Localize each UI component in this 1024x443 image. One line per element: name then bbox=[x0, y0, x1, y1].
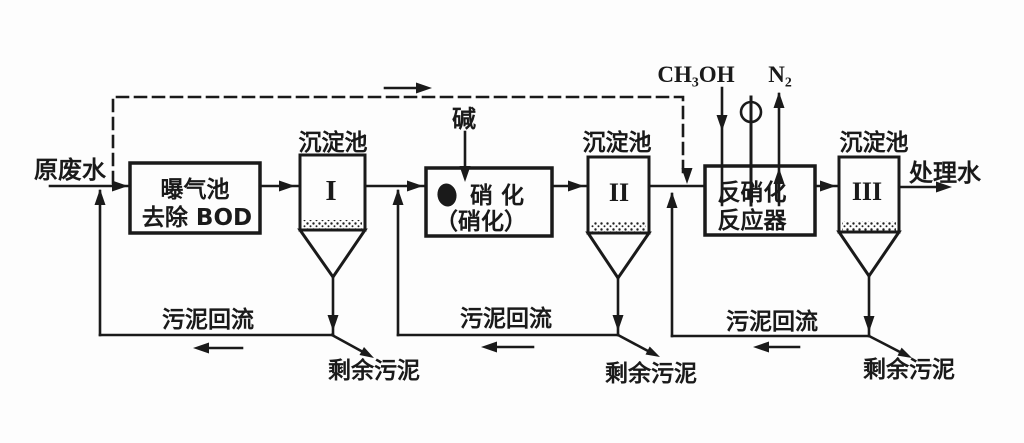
stage1-box-line2: 去除 BOD bbox=[142, 204, 252, 231]
effluent: 处理水 bbox=[897, 159, 982, 193]
sludge-return-loop-2: 污泥回流 剩余污泥 bbox=[392, 189, 697, 387]
sludge-return-3-label: 污泥回流 bbox=[726, 308, 818, 335]
clarifier-1-hopper bbox=[297, 228, 368, 280]
sludge-return-2-up-arrowhead bbox=[392, 189, 404, 205]
clarifier-2-sludge-band bbox=[591, 222, 646, 233]
stage2-nitrification-tank: 碱 硝 化 （硝化） bbox=[363, 105, 590, 238]
stage1-aeration-tank: 曝气池 去除 BOD bbox=[128, 161, 302, 235]
clarifier-3-sludge-band bbox=[842, 221, 896, 232]
clarifier-3-numeral: III bbox=[852, 177, 882, 206]
clarifier-3-drain-arrowhead bbox=[863, 316, 875, 332]
influent: 原废水 bbox=[34, 156, 132, 192]
ink-blot bbox=[437, 183, 457, 207]
clarifier-2-label: 沉淀池 bbox=[583, 129, 652, 156]
excess-sludge-2-label: 剩余污泥 bbox=[605, 360, 697, 387]
sludge-return-2-label: 污泥回流 bbox=[460, 305, 552, 332]
sludge-return-loop-1: 污泥回流 剩余污泥 bbox=[94, 189, 420, 384]
bypass-direction-arrow bbox=[416, 82, 432, 94]
excess-sludge-1-label: 剩余污泥 bbox=[328, 357, 420, 384]
nitrogen-up-arrowhead-top bbox=[773, 92, 785, 108]
clarifier-1-numeral: I bbox=[325, 175, 336, 207]
excess-sludge-1-arrowhead bbox=[359, 347, 374, 358]
clarifier-1: 沉淀池 I bbox=[297, 129, 368, 337]
clarifier-1-drain-arrowhead bbox=[327, 315, 339, 331]
sludge-return-1-direction-arrow bbox=[193, 342, 209, 354]
sludge-return-3-direction-arrow bbox=[753, 341, 769, 353]
excess-sludge-3-arrowhead bbox=[897, 347, 912, 358]
stage1-box-line1: 曝气池 bbox=[161, 176, 230, 203]
stage3-box-line1: 反硝化 bbox=[718, 179, 787, 206]
clarifier-2-numeral: II bbox=[609, 178, 629, 207]
clarifier-2: 沉淀池 II bbox=[583, 129, 652, 337]
influent-arrowhead bbox=[112, 180, 128, 192]
stage1-outlet-arrowhead bbox=[279, 180, 295, 192]
sludge-return-1-up-arrowhead bbox=[94, 189, 106, 205]
methanol-arrowhead bbox=[716, 115, 728, 131]
nitrogen-up-arrowhead-mid bbox=[773, 168, 785, 184]
nitrogen-gas-label: N₂ bbox=[768, 62, 792, 87]
clarifier1-to-stage2-arrowhead bbox=[407, 180, 423, 192]
stage2-outlet-arrowhead bbox=[568, 180, 584, 192]
clarifier-2-drain-arrowhead bbox=[612, 315, 624, 331]
stage2-box-line1: 硝 化 bbox=[470, 182, 524, 209]
excess-sludge-3-label: 剩余污泥 bbox=[863, 356, 955, 383]
alkali-arrowhead bbox=[459, 166, 471, 182]
sludge-return-3-up-arrowhead bbox=[666, 192, 678, 208]
bypass-down-arrowhead bbox=[681, 168, 693, 184]
alkali-label: 碱 bbox=[452, 105, 476, 133]
stage2-box-line2: （硝化） bbox=[435, 208, 527, 235]
bypass-dashed-line bbox=[111, 82, 693, 185]
effluent-label: 处理水 bbox=[908, 159, 982, 187]
methanol-label: CH₃OH bbox=[657, 62, 734, 87]
mixer-icon bbox=[739, 95, 763, 207]
stage3-denitrification-reactor: CH₃OH N₂ 反硝化 反应器 bbox=[647, 62, 841, 237]
clarifier-1-sludge-band bbox=[303, 220, 362, 230]
clarifier-3-hopper bbox=[836, 230, 902, 279]
sludge-return-loop-3: 污泥回流 剩余污泥 bbox=[666, 192, 955, 383]
clarifier-3-label: 沉淀池 bbox=[840, 129, 909, 156]
clarifier-3: 沉淀池 III bbox=[836, 129, 909, 338]
sludge-return-1-label: 污泥回流 bbox=[162, 306, 254, 333]
influent-label: 原废水 bbox=[34, 156, 107, 184]
clarifier-1-label: 沉淀池 bbox=[299, 129, 368, 156]
effluent-arrowhead bbox=[936, 181, 952, 193]
stage3-box-line2: 反应器 bbox=[718, 207, 788, 234]
clarifier-2-hopper bbox=[585, 231, 652, 281]
sludge-return-2-direction-arrow bbox=[481, 341, 497, 353]
stage3-outlet-arrowhead bbox=[820, 180, 836, 192]
excess-sludge-2-arrowhead bbox=[645, 346, 660, 357]
